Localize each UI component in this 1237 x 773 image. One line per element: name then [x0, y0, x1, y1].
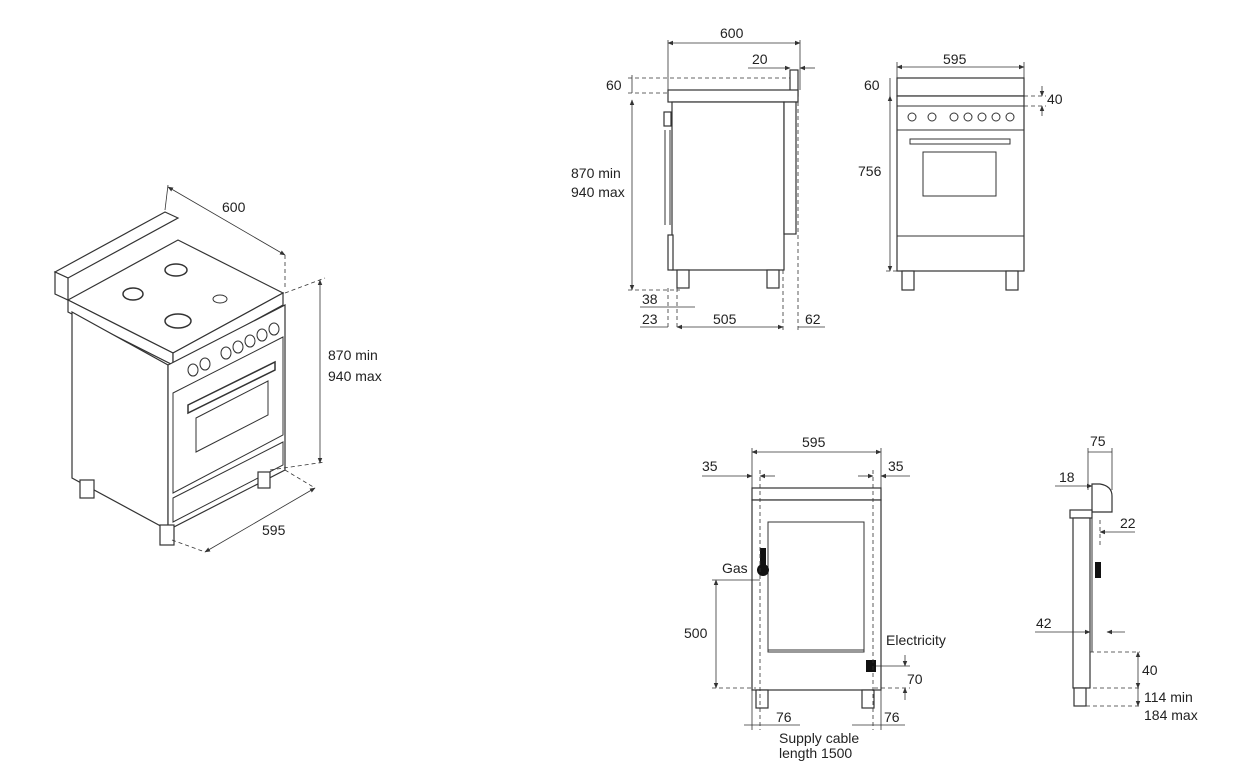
- iso-height-max-label: 940 max: [328, 368, 382, 384]
- profile-max-label: 184 max: [1144, 707, 1198, 723]
- supply-cable-label-line1: Supply cable: [779, 730, 859, 746]
- side-height-min-label: 870 min: [571, 165, 621, 181]
- side-d38-label: 38: [642, 291, 658, 307]
- side-height-max-label: 940 max: [571, 184, 625, 200]
- side-top-width-label: 600: [720, 25, 744, 41]
- supply-cable-label-line2: length 1500: [779, 745, 852, 761]
- electricity-label: Electricity: [886, 632, 946, 648]
- front-upstand-label: 60: [864, 77, 880, 93]
- side-view: 600 20 60 870 min 940 max 38 23 505 62: [571, 25, 825, 330]
- profile-d42-label: 42: [1036, 615, 1052, 631]
- side-upstand-label: 60: [606, 77, 622, 93]
- side-d62-label: 62: [805, 311, 821, 327]
- front-width-label: 595: [943, 51, 967, 67]
- iso-depth-label: 595: [262, 522, 286, 538]
- profile-d18-label: 18: [1059, 469, 1075, 485]
- iso-width-label: 600: [222, 199, 246, 215]
- gas-height-label: 500: [684, 625, 708, 641]
- electricity-height-label: 70: [907, 671, 923, 687]
- gas-label: Gas: [722, 560, 748, 576]
- profile-d40-label: 40: [1142, 662, 1158, 678]
- profile-top-label: 75: [1090, 433, 1106, 449]
- side-d23-label: 23: [642, 311, 658, 327]
- side-back-label: 20: [752, 51, 768, 67]
- rear-foot-left-label: 76: [776, 709, 792, 725]
- front-panel-label: 40: [1047, 91, 1063, 107]
- front-view: 595 60 40 756: [858, 51, 1063, 291]
- rear-left-offset-label: 35: [702, 458, 718, 474]
- profile-min-label: 114 min: [1144, 689, 1193, 705]
- iso-height-min-label: 870 min: [328, 347, 378, 363]
- profile-view: 75 18 22 42 40 114 min 184 max: [1035, 433, 1198, 723]
- rear-width-label: 595: [802, 434, 826, 450]
- rear-right-offset-label: 35: [888, 458, 904, 474]
- profile-d22-label: 22: [1120, 515, 1136, 531]
- front-height-label: 756: [858, 163, 882, 179]
- side-d505-label: 505: [713, 311, 737, 327]
- rear-view: 595 35 35 Gas 500 Electricity 70 76 76 S…: [684, 434, 946, 761]
- front-knobs: [907, 112, 1015, 122]
- rear-foot-right-label: 76: [884, 709, 900, 725]
- isometric-view: 600 870 min 940 max 595: [53, 184, 382, 553]
